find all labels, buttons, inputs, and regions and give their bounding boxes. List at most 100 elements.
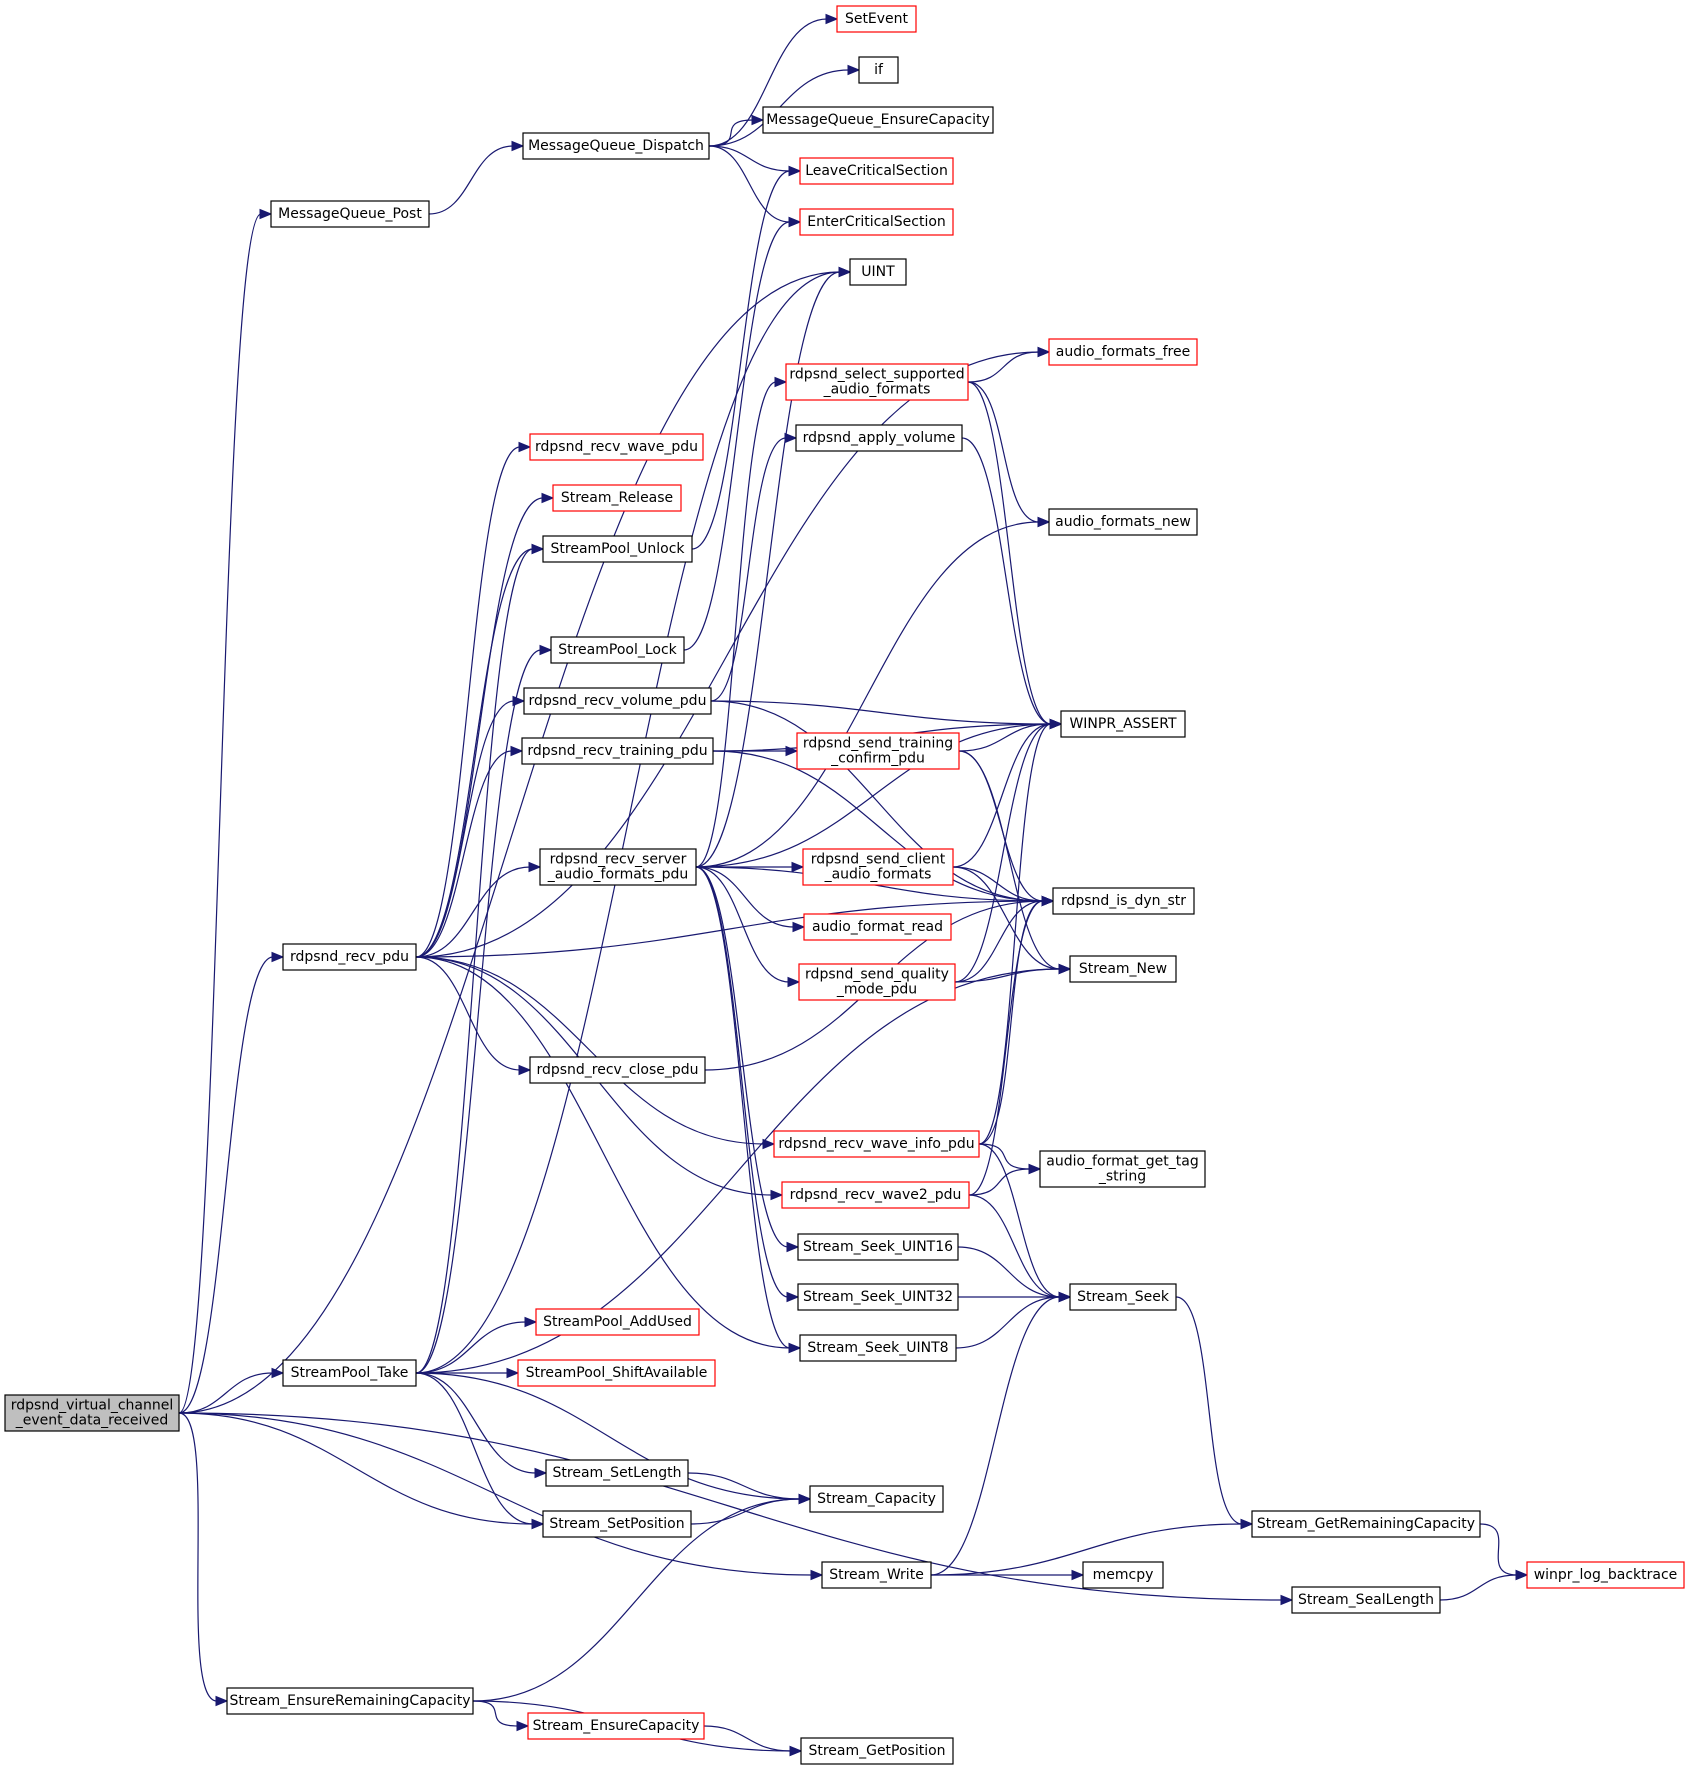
node-box — [849, 258, 907, 286]
node-sp-unlock[interactable]: StreamPool_Unlock — [542, 535, 693, 563]
node-sp-adduse[interactable]: StreamPool_AddUsed — [535, 1308, 700, 1336]
node-box — [552, 484, 682, 512]
arrowhead-s_ensure_rem-to-s_cap — [798, 1493, 812, 1505]
node-label: _confirm_pdu — [830, 751, 925, 767]
edge-recv_pdu-to-recv_vol — [415, 700, 515, 958]
node-af-read[interactable]: audio_format_read — [803, 913, 952, 941]
edge-recv_wave_info-to-s_seek — [978, 1143, 1061, 1298]
arrowhead-sp_take-to-s_setpos — [531, 1518, 545, 1530]
node-label: rdpsnd_recv_volume_pdu — [529, 693, 707, 709]
node-box — [1048, 338, 1198, 366]
node-seek8[interactable]: Stream_Seek_UINT8 — [799, 1334, 957, 1362]
node-label: rdpsnd_recv_wave_info_pdu — [778, 1136, 974, 1152]
edge-root-to-s_seal — [178, 1412, 1283, 1601]
arrowhead-recv_server-to-seek16 — [786, 1241, 800, 1253]
edge-send_client-to-is_dyn — [952, 866, 1044, 902]
node-seek16[interactable]: Stream_Seek_UINT16 — [797, 1233, 959, 1261]
node-s-getpos[interactable]: Stream_GetPosition — [800, 1737, 954, 1765]
node-recv-close[interactable]: rdpsnd_recv_close_pdu — [529, 1056, 706, 1084]
node-af-tag[interactable]: audio_format_get_tag_string — [1039, 1150, 1206, 1188]
node-s-cap[interactable]: Stream_Capacity — [809, 1485, 944, 1513]
arrowhead-sp_take-to-uint — [838, 266, 852, 278]
node-s-getrem[interactable]: Stream_GetRemainingCapacity — [1251, 1510, 1481, 1538]
node-setevent[interactable]: SetEvent — [836, 5, 917, 33]
node-enter-cs[interactable]: EnterCriticalSection — [799, 208, 954, 236]
edge-root-to-recv_pdu — [178, 956, 274, 1414]
node-label: _mode_pdu — [836, 982, 917, 998]
node-recv-wave2[interactable]: rdpsnd_recv_wave2_pdu — [781, 1181, 970, 1209]
node-af-free[interactable]: audio_formats_free — [1048, 338, 1198, 366]
node-sp-shift[interactable]: StreamPool_ShiftAvailable — [517, 1359, 716, 1387]
node-label: StreamPool_Take — [291, 1365, 409, 1381]
arrowhead-recv_pdu-to-s_release — [541, 492, 555, 504]
node-label: Stream_GetPosition — [808, 1743, 945, 1759]
node-memcpy[interactable]: memcpy — [1082, 1561, 1164, 1589]
node-box — [798, 963, 956, 1001]
node-send-train[interactable]: rdpsnd_send_training_confirm_pdu — [796, 732, 960, 770]
arrowhead-mq_post-to-mq_dispatch — [511, 140, 525, 152]
node-box — [799, 1334, 957, 1362]
edge-recv_pdu-to-seek8 — [415, 956, 791, 1349]
node-recv-train[interactable]: rdpsnd_recv_training_pdu — [521, 737, 714, 765]
node-box — [796, 732, 960, 770]
node-label: Stream_SetPosition — [549, 1516, 684, 1532]
node-send-client[interactable]: rdpsnd_send_client_audio_formats — [802, 848, 954, 886]
node-recv-wave[interactable]: rdpsnd_recv_wave_pdu — [529, 433, 704, 461]
node-sp-lock[interactable]: StreamPool_Lock — [550, 636, 685, 664]
node-box — [535, 1308, 700, 1336]
node-recv-wave-info[interactable]: rdpsnd_recv_wave_info_pdu — [773, 1130, 980, 1158]
node-s-new[interactable]: Stream_New — [1069, 955, 1177, 983]
arrowhead-root-to-s_seal — [1280, 1594, 1294, 1606]
node-sp-take[interactable]: StreamPool_Take — [282, 1359, 417, 1387]
node-is-dyn[interactable]: rdpsnd_is_dyn_str — [1052, 887, 1195, 915]
edge-sp_lock-to-enter_cs — [683, 221, 791, 651]
node-label: StreamPool_Lock — [558, 642, 677, 658]
node-send-quality[interactable]: rdpsnd_send_quality_mode_pdu — [798, 963, 956, 1001]
node-s-seal[interactable]: Stream_SealLength — [1291, 1586, 1441, 1614]
node-apply-vol[interactable]: rdpsnd_apply_volume — [795, 424, 963, 452]
node-s-release[interactable]: Stream_Release — [552, 484, 682, 512]
node-s-write[interactable]: Stream_Write — [821, 1561, 932, 1589]
node-s-ensure-cap[interactable]: Stream_EnsureCapacity — [527, 1712, 705, 1740]
arrowhead-recv_vol-to-apply_vol — [784, 432, 798, 444]
node-box — [803, 913, 952, 941]
node-root[interactable]: rdpsnd_virtual_channel_event_data_receiv… — [4, 1394, 180, 1432]
node-s-seek[interactable]: Stream_Seek — [1069, 1283, 1177, 1311]
arrowhead-recv_pdu-to-recv_wave_info — [762, 1138, 776, 1150]
node-leave-cs[interactable]: LeaveCriticalSection — [799, 157, 954, 185]
node-s-ensure-rem[interactable]: Stream_EnsureRemainingCapacity — [226, 1687, 474, 1715]
edge-sp_take-to-sp_adduse — [415, 1321, 527, 1374]
edge-recv_server-to-winpr_assert — [695, 723, 1052, 868]
node-seek32[interactable]: Stream_Seek_UINT32 — [797, 1283, 959, 1311]
edge-root-to-mq_post — [178, 213, 262, 1414]
node-label: StreamPool_AddUsed — [543, 1314, 692, 1330]
arrowhead-s_write-to-memcpy — [1071, 1569, 1085, 1581]
node-box — [545, 1459, 689, 1487]
node-winpr-assert[interactable]: WINPR_ASSERT — [1060, 710, 1186, 738]
arrowhead-sp_take-to-sp_lock — [539, 644, 553, 656]
edge-select_fmt-to-winpr_assert — [967, 381, 1052, 725]
node-uint[interactable]: UINT — [849, 258, 907, 286]
node-box — [1082, 1561, 1164, 1589]
edge-s_ensure_rem-to-s_ensure_cap — [472, 1700, 519, 1727]
node-label: Stream_EnsureCapacity — [533, 1718, 700, 1734]
node-label: _event_data_received — [15, 1413, 168, 1429]
node-mq-post[interactable]: MessageQueue_Post — [270, 200, 430, 228]
node-label: rdpsnd_is_dyn_str — [1061, 893, 1186, 909]
node-label: MessageQueue_Post — [278, 206, 422, 222]
node-s-setlen[interactable]: Stream_SetLength — [545, 1459, 689, 1487]
node-s-setpos[interactable]: Stream_SetPosition — [542, 1510, 692, 1538]
node-recv-vol[interactable]: rdpsnd_recv_volume_pdu — [523, 687, 712, 715]
edge-recv_server-to-af_read — [695, 866, 795, 928]
node-if[interactable]: if — [858, 56, 899, 84]
node-recv-server[interactable]: rdpsnd_recv_server_audio_formats_pdu — [539, 848, 697, 886]
node-mq-dispatch[interactable]: MessageQueue_Dispatch — [522, 132, 710, 160]
node-recv-pdu[interactable]: rdpsnd_recv_pdu — [282, 943, 417, 971]
edge-select_fmt-to-af_free — [967, 351, 1040, 383]
node-select-fmt[interactable]: rdpsnd_select_supported_audio_formats — [785, 363, 969, 401]
node-af-new[interactable]: audio_formats_new — [1048, 508, 1198, 536]
node-mq-ensure[interactable]: MessageQueue_EnsureCapacity — [762, 106, 994, 134]
arrowhead-sp_take-to-s_new — [1058, 963, 1072, 975]
node-log-bt[interactable]: winpr_log_backtrace — [1526, 1561, 1685, 1589]
node-label: WINPR_ASSERT — [1069, 716, 1177, 732]
